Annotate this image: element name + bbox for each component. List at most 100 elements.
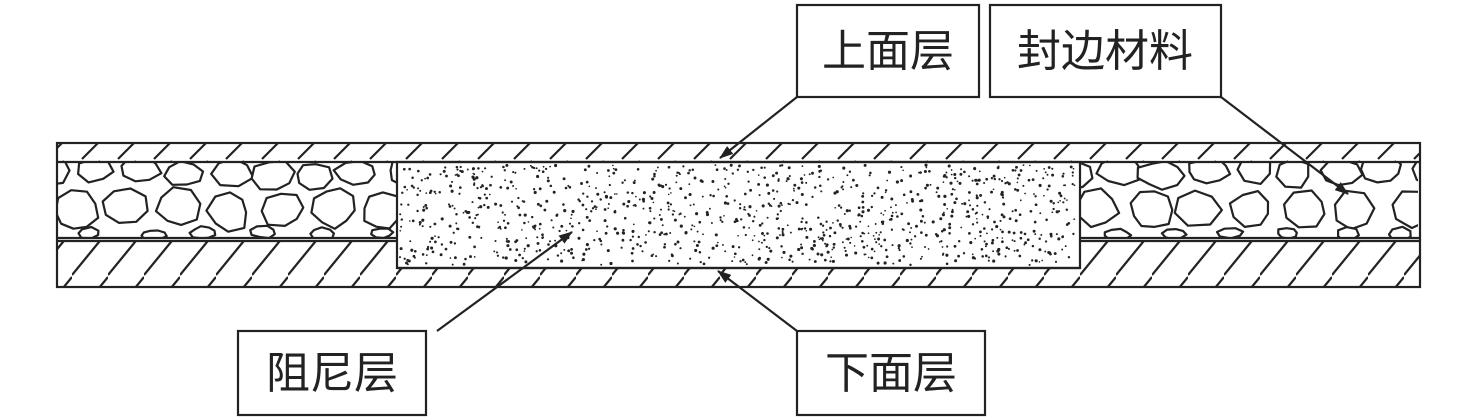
- damping-dot: [422, 206, 425, 208]
- damping-dot: [525, 237, 528, 240]
- damping-dot: [967, 214, 971, 218]
- damping-dot: [578, 200, 581, 203]
- aggregate-stone: [210, 162, 255, 188]
- damping-dot: [506, 244, 510, 248]
- damping-dot: [412, 186, 415, 189]
- damping-dot: [1043, 194, 1045, 197]
- damping-dot: [609, 196, 613, 200]
- damping-dot: [459, 165, 462, 169]
- damping-dot: [971, 253, 974, 256]
- damping-dot: [636, 168, 640, 171]
- damping-dot: [479, 205, 483, 209]
- damping-dot: [781, 164, 784, 167]
- damping-dot: [670, 253, 674, 256]
- damping-dot: [968, 175, 971, 178]
- damping-dot: [825, 220, 828, 223]
- damping-dot: [420, 179, 423, 182]
- damping-dot: [923, 221, 926, 224]
- damping-dot: [781, 204, 783, 206]
- damping-dot: [667, 208, 670, 211]
- damping-dot: [448, 224, 452, 228]
- damping-dot: [471, 175, 475, 179]
- damping-dot: [645, 234, 647, 236]
- damping-dot: [663, 233, 666, 236]
- damping-dot: [763, 238, 766, 242]
- damping-dot: [785, 180, 788, 183]
- damping-dot: [517, 196, 520, 200]
- damping-dot: [459, 186, 462, 189]
- aggregate-stone: [57, 189, 100, 230]
- damping-dot: [609, 261, 613, 266]
- damping-dot: [1011, 210, 1014, 213]
- damping-dot: [825, 228, 828, 231]
- damping-dot: [840, 186, 843, 189]
- damping-dot: [523, 247, 526, 250]
- damping-dot: [1051, 173, 1055, 177]
- damping-dot: [623, 179, 626, 182]
- damping-dot: [985, 242, 988, 246]
- damping-dot: [499, 204, 503, 207]
- damping-dot: [741, 258, 745, 262]
- damping-dot: [462, 262, 466, 266]
- damping-dot: [1001, 237, 1004, 239]
- damping-dot: [668, 187, 671, 190]
- damping-dot: [946, 207, 949, 210]
- damping-dot: [506, 221, 510, 225]
- damping-dot: [460, 170, 464, 174]
- damping-dot: [751, 219, 755, 223]
- damping-dot: [823, 258, 827, 262]
- damping-dot: [766, 216, 769, 219]
- damping-dot: [642, 207, 645, 210]
- damping-dot: [669, 203, 673, 206]
- damping-dot: [648, 221, 652, 225]
- damping-dot: [845, 238, 848, 240]
- damping-dot: [1022, 184, 1025, 187]
- damping-dot: [1011, 168, 1015, 172]
- damping-dot: [721, 220, 724, 223]
- damping-dot: [886, 179, 889, 182]
- damping-dot: [473, 173, 476, 176]
- damping-dot: [1015, 165, 1018, 169]
- damping-dot: [536, 236, 539, 239]
- damping-dot: [833, 231, 837, 235]
- damping-dot: [448, 205, 452, 208]
- damping-dot: [656, 166, 659, 169]
- damping-dot: [450, 180, 454, 183]
- damping-dot: [810, 246, 814, 250]
- label-upper-layer: 上面层: [795, 3, 981, 99]
- damping-dot: [1024, 192, 1026, 195]
- aggregate-stone: [1282, 189, 1326, 229]
- damping-dot: [466, 168, 469, 171]
- damping-dot: [516, 205, 519, 208]
- damping-dot: [1018, 213, 1022, 216]
- damping-dot: [554, 239, 557, 242]
- damping-dot: [733, 252, 737, 256]
- damping-dot: [848, 209, 851, 212]
- aggregate-stone: [1160, 228, 1188, 238]
- damping-dot: [426, 247, 430, 251]
- damping-dot: [425, 254, 428, 256]
- damping-dot: [455, 173, 459, 176]
- damping-dot: [403, 185, 407, 189]
- damping-dot: [797, 227, 801, 231]
- damping-dot: [746, 170, 749, 173]
- damping-dot: [549, 165, 551, 168]
- damping-dot: [1003, 176, 1006, 179]
- damping-dot: [738, 164, 741, 168]
- damping-dot: [546, 258, 550, 261]
- damping-dot: [1006, 181, 1009, 184]
- damping-dot: [494, 239, 497, 243]
- damping-dot: [479, 186, 482, 189]
- damping-dot: [753, 234, 756, 237]
- damping-dot: [1069, 165, 1073, 169]
- damping-dot: [979, 230, 982, 234]
- damping-dot: [593, 238, 596, 242]
- damping-dot: [821, 224, 825, 227]
- damping-dot: [440, 217, 444, 221]
- damping-dot: [998, 178, 1001, 181]
- damping-dot: [568, 222, 572, 225]
- damping-dot: [631, 247, 635, 250]
- damping-dot: [471, 221, 475, 225]
- damping-dot: [538, 187, 542, 191]
- damping-dot: [757, 182, 761, 186]
